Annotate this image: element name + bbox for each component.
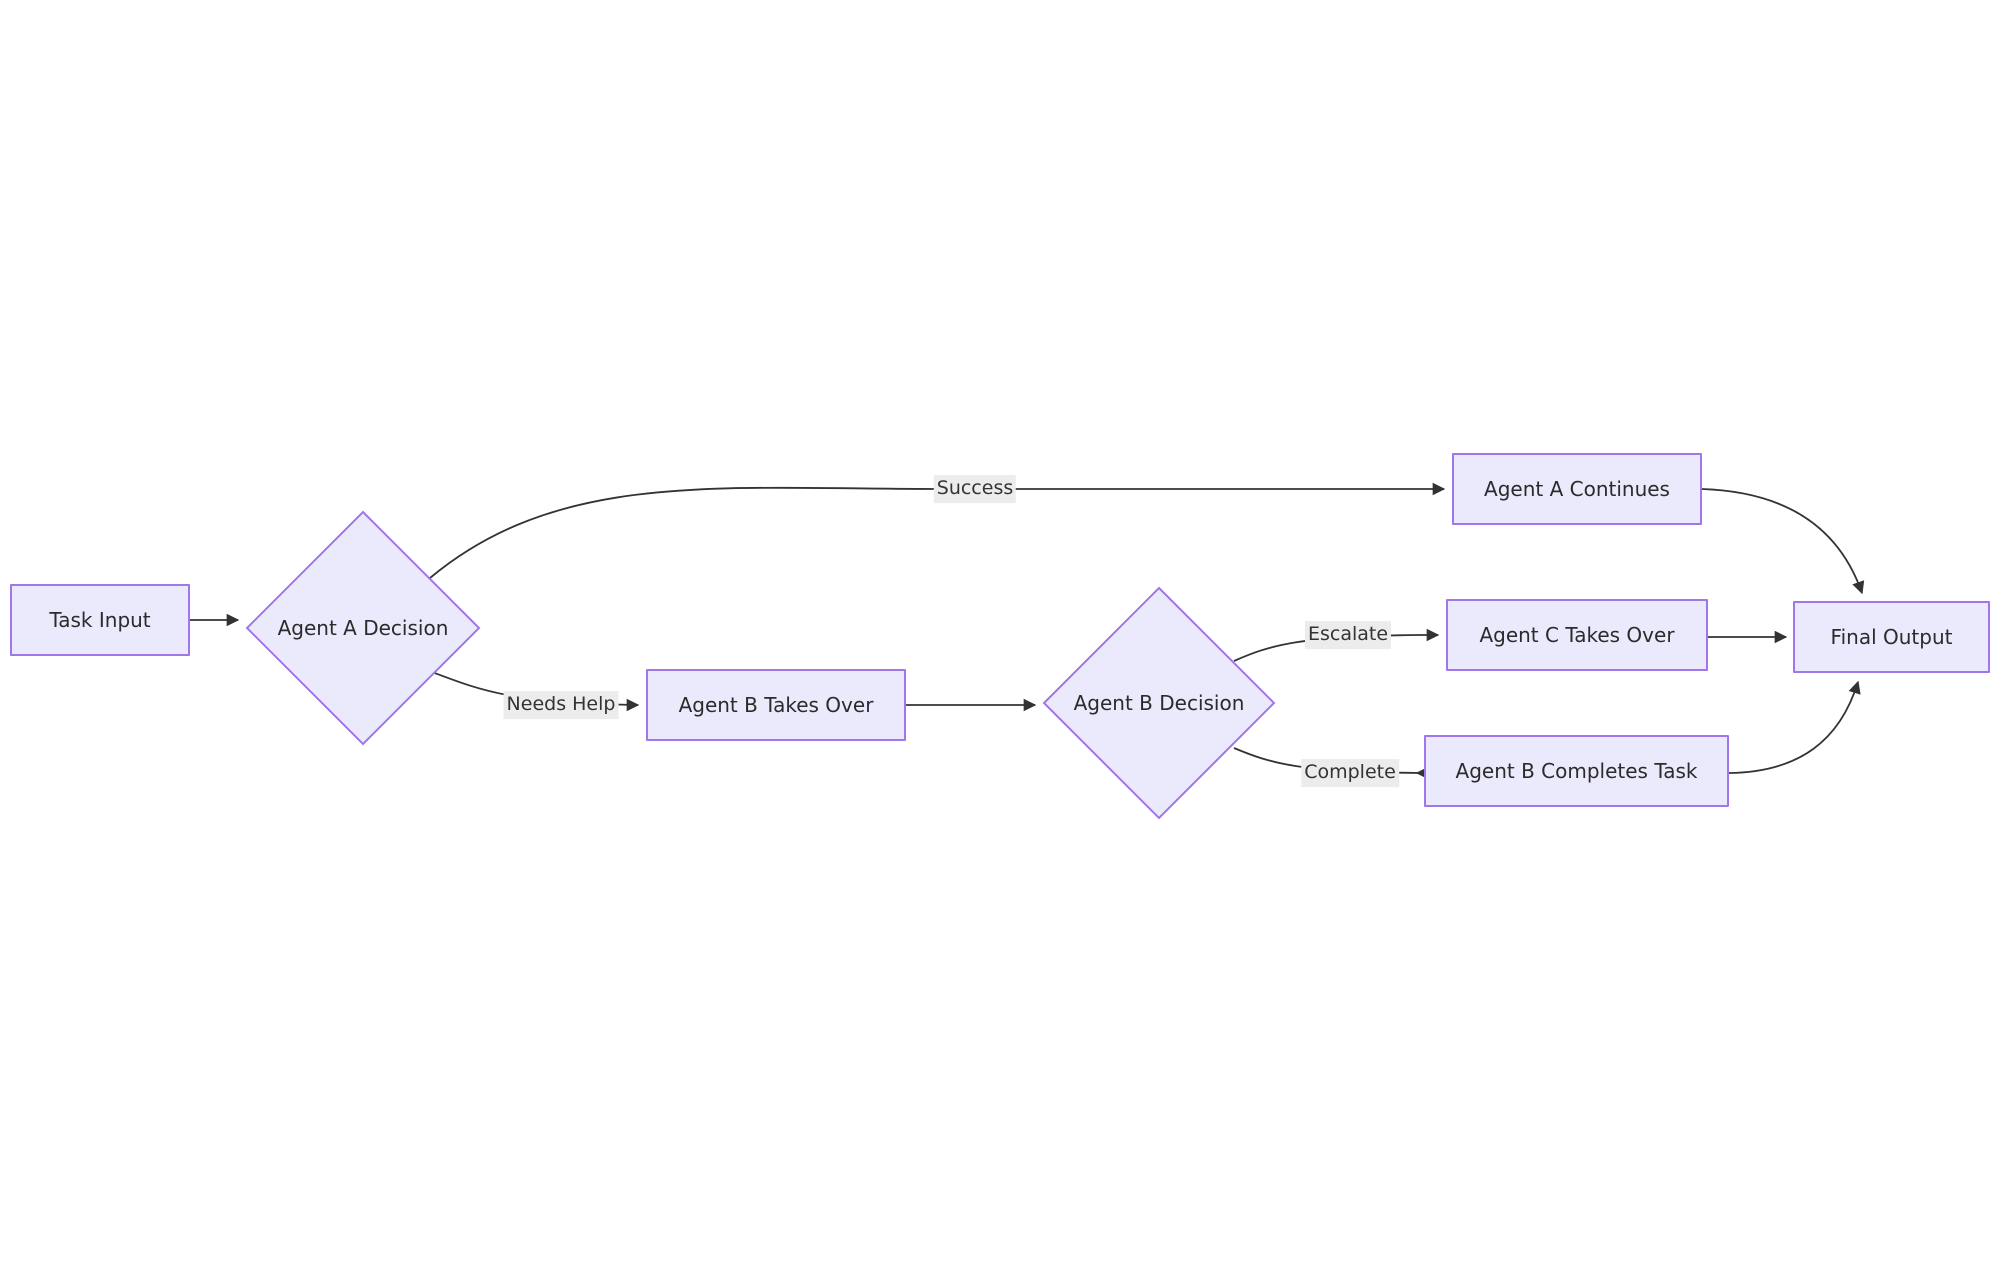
agent-a-decision-shape (245, 510, 481, 746)
edge-agent-b-decision-to-agent-c-takes-over (1233, 628, 1440, 662)
agent-b-decision-shape (1042, 586, 1276, 820)
node-agent-b-completes-task[interactable]: Agent B Completes Task (1424, 735, 1729, 807)
node-final-output[interactable]: Final Output (1793, 601, 1990, 673)
node-agent-b-takes-over[interactable]: Agent B Takes Over (646, 669, 906, 741)
edge-label-needs-help: Needs Help (503, 691, 619, 719)
edge-label-complete: Complete (1301, 759, 1399, 787)
node-agent-a-decision[interactable]: Agent A Decision (245, 510, 481, 746)
node-agent-a-continues-label: Agent A Continues (1484, 477, 1670, 501)
node-task-input-label: Task Input (49, 608, 151, 632)
node-agent-b-takes-over-label: Agent B Takes Over (678, 693, 874, 717)
node-agent-c-takes-over-label: Agent C Takes Over (1479, 623, 1675, 647)
edge-label-success: Success (933, 475, 1017, 503)
node-agent-a-continues[interactable]: Agent A Continues (1452, 453, 1702, 525)
edge-agent-a-decision-to-agent-a-continues (429, 482, 1446, 579)
node-agent-b-completes-task-label: Agent B Completes Task (1455, 759, 1698, 783)
node-task-input[interactable]: Task Input (10, 584, 190, 656)
edge-agent-b-completes-to-final-output (1728, 680, 1861, 774)
node-agent-c-takes-over[interactable]: Agent C Takes Over (1446, 599, 1708, 671)
edge-label-escalate: Escalate (1304, 621, 1392, 649)
node-final-output-label: Final Output (1830, 625, 1953, 649)
node-agent-b-decision[interactable]: Agent B Decision (1042, 586, 1276, 820)
edge-agent-a-continues-to-final-output (1701, 488, 1865, 595)
